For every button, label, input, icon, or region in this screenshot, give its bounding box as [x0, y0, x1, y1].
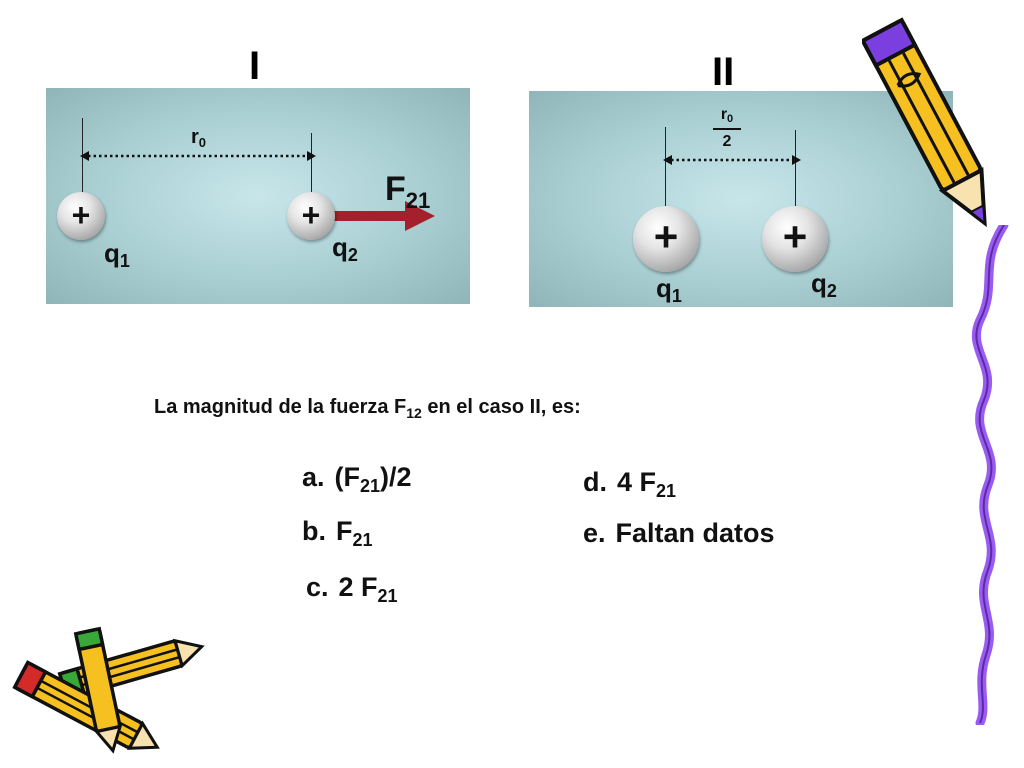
distance-marker-left	[82, 118, 83, 208]
question-text: La magnitud de la fuerza F12 en el caso …	[154, 396, 581, 421]
charge-q2: +	[287, 192, 335, 240]
panel-2: r0 2 + + q1 q2	[529, 91, 953, 307]
option-a[interactable]: a.(F21)/2	[302, 462, 412, 496]
fraction-numerator: r0	[720, 106, 734, 125]
distance-arrow	[80, 151, 316, 161]
fraction-bar	[713, 128, 741, 130]
charge-q1: +	[633, 206, 699, 272]
option-b[interactable]: b.F21	[302, 516, 373, 550]
force-label: F21	[385, 170, 431, 213]
q1-label: q1	[656, 273, 682, 306]
distance-marker-left	[665, 127, 666, 207]
distance-marker-right	[795, 130, 796, 212]
fraction-denominator: 2	[722, 133, 732, 150]
force-arrow	[331, 201, 435, 231]
option-e[interactable]: e.Faltan datos	[583, 518, 775, 548]
distance-label: r0	[191, 126, 207, 150]
panel-2-title: II	[712, 50, 735, 94]
panel-1: r0 F21 + + q1 q2	[46, 88, 470, 304]
q1-label: q1	[104, 238, 130, 271]
option-d[interactable]: d.4 F21	[583, 467, 677, 501]
q2-label: q2	[332, 232, 358, 265]
panel-1-title: I	[249, 44, 261, 88]
distance-marker-right	[311, 133, 312, 208]
squiggle-line	[971, 225, 1009, 725]
distance-fraction: r0 2	[713, 107, 741, 150]
crossed-pencils-icon	[12, 626, 205, 754]
distance-arrow	[663, 155, 801, 165]
option-c[interactable]: c.2 F21	[306, 572, 398, 606]
q2-label: q2	[811, 268, 837, 301]
charge-q2: +	[762, 206, 828, 272]
charge-q1: +	[57, 192, 105, 240]
pencil-icon	[862, 17, 987, 228]
